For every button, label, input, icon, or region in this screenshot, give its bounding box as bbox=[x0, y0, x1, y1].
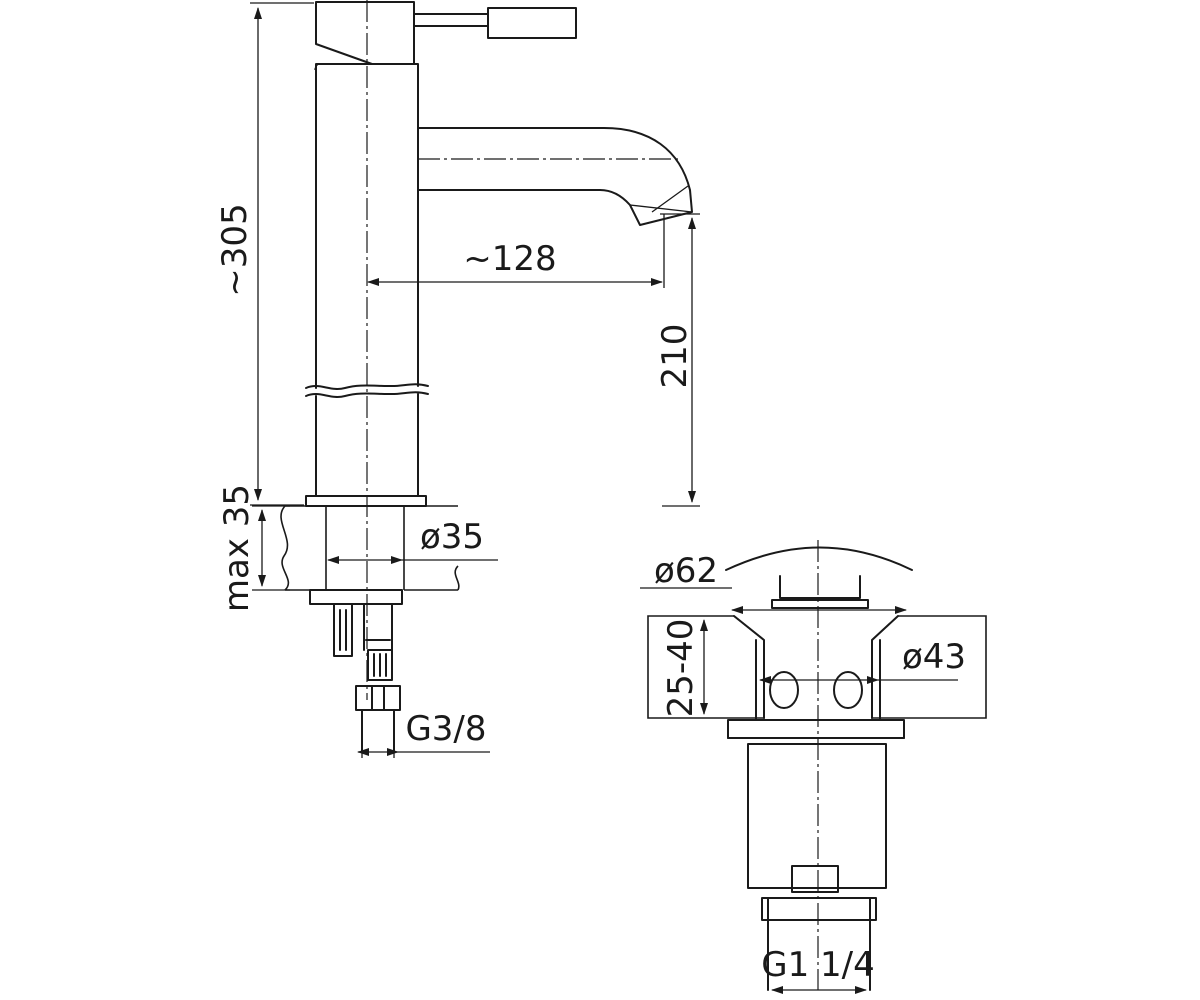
dim-waste-body-diameter: ø43 bbox=[902, 637, 966, 677]
hose-connector bbox=[355, 603, 401, 753]
waste-valve-view: ø62 ø43 25-40 G1 1/4 bbox=[640, 540, 987, 994]
dim-max-thickness: max 35 bbox=[217, 484, 257, 612]
waste-lower-body bbox=[747, 743, 887, 889]
dim-waste-thread: G1 1/4 bbox=[761, 945, 875, 985]
faucet-view: ~305 ~128 210 max 35 ø35 G3/8 bbox=[215, 0, 700, 758]
overflow-hole-left bbox=[769, 671, 799, 709]
lever-rod bbox=[413, 7, 577, 39]
waste-nut bbox=[727, 719, 905, 739]
base-flange bbox=[305, 495, 427, 507]
overflow-hole-right bbox=[833, 671, 863, 709]
waste-cap bbox=[725, 546, 913, 571]
waste-body bbox=[733, 615, 899, 721]
worktop-section bbox=[280, 505, 460, 591]
dim-hole-diameter: ø35 bbox=[420, 517, 484, 557]
dim-total-height: ~305 bbox=[215, 203, 255, 296]
faucet-spout bbox=[417, 127, 693, 226]
dim-waste-thickness: 25-40 bbox=[661, 619, 701, 718]
dim-waste-cap-diameter: ø62 bbox=[654, 551, 718, 591]
faucet-body-upper bbox=[315, 63, 419, 389]
faucet-body-lower bbox=[315, 393, 419, 497]
dim-connection-thread: G3/8 bbox=[405, 709, 486, 749]
mounting-nut bbox=[309, 589, 403, 605]
break-line bbox=[305, 383, 429, 390]
waste-thread bbox=[761, 897, 877, 991]
dim-spout-reach: ~128 bbox=[463, 239, 556, 279]
dim-spout-height: 210 bbox=[655, 324, 695, 389]
faucet-handle bbox=[315, 1, 415, 65]
